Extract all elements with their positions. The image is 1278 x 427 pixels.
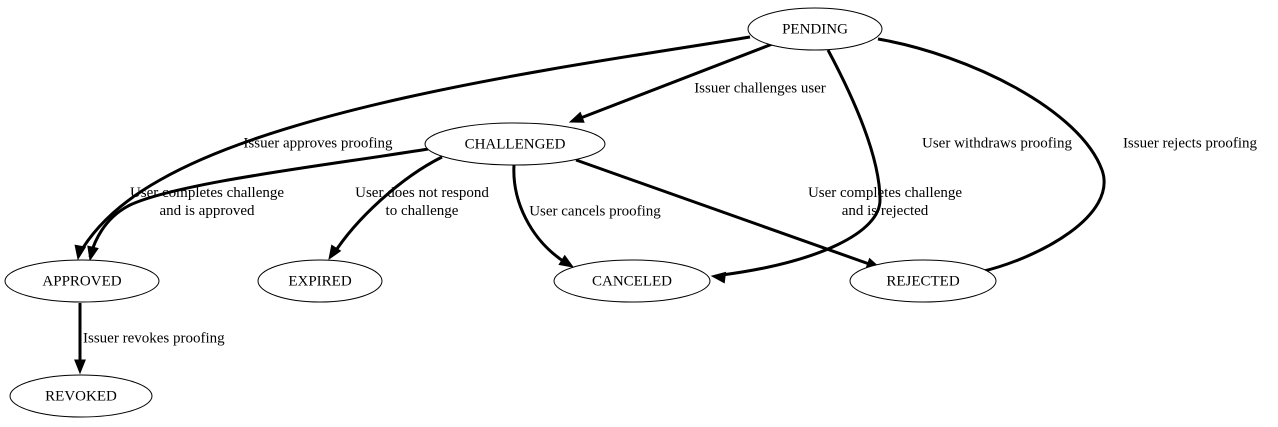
edge-challenged-approved — [87, 147, 429, 262]
edge-label-line-2: and is rejected — [842, 203, 929, 219]
node-ellipse-approved[interactable] — [4, 259, 160, 303]
edge-approved-revoked — [74, 303, 86, 375]
edge-path-pending-rejected — [877, 37, 1106, 274]
edge-label-challenged-expired: User does not respond to challenge — [355, 185, 489, 219]
edge-path-pending-canceled — [721, 49, 882, 277]
edge-path-challenged-expired — [331, 155, 443, 256]
edge-label-challenged-approved: User completes challenge and is approved — [130, 185, 284, 219]
edge-label-approved-revoked: Issuer revokes proofing — [83, 330, 225, 346]
node-rejected[interactable]: REJECTED — [849, 259, 997, 303]
node-canceled[interactable]: CANCELED — [553, 259, 711, 303]
edge-arrowhead-approved-revoked — [74, 359, 86, 375]
edge-challenged-rejected — [575, 158, 882, 269]
edge-label-line-2: to challenge — [386, 203, 459, 219]
nodes-layer: PENDING CHALLENGED APPROVED EXPIRED CANCELED… — [4, 7, 997, 418]
edges-layer — [74, 35, 1106, 375]
edge-pending-approved — [74, 35, 751, 261]
edge-arrowhead-pending-canceled — [710, 271, 727, 284]
node-expired[interactable]: EXPIRED — [257, 259, 383, 303]
edge-label-pending-canceled: User withdraws proofing — [922, 135, 1072, 151]
edge-label-line-2: and is approved — [160, 203, 255, 219]
node-ellipse-pending[interactable] — [747, 7, 883, 51]
edge-path-challenged-canceled — [512, 164, 567, 265]
edge-challenged-expired — [328, 155, 443, 261]
edge-challenged-canceled — [512, 164, 575, 268]
edge-label-pending-approved: Issuer approves proofing — [243, 135, 393, 151]
edge-label-challenged-canceled: User cancels proofing — [529, 203, 661, 219]
node-ellipse-expired[interactable] — [257, 259, 383, 303]
node-ellipse-rejected[interactable] — [849, 259, 997, 303]
edge-label-line-1: User completes challenge — [130, 185, 284, 201]
edge-labels-layer: Issuer approves proofing Issuer challenge… — [83, 80, 1258, 346]
edge-label-pending-challenged: Issuer challenges user — [694, 80, 826, 96]
edge-path-challenged-rejected — [575, 158, 873, 267]
node-pending[interactable]: PENDING — [747, 7, 883, 51]
edge-path-challenged-approved — [88, 147, 429, 258]
edge-pending-rejected — [877, 37, 1106, 283]
node-ellipse-revoked[interactable] — [9, 374, 153, 418]
edge-pending-challenged — [568, 41, 776, 123]
node-challenged[interactable]: CHALLENGED — [424, 122, 606, 166]
node-approved[interactable]: APPROVED — [4, 259, 160, 303]
edge-arrowhead-challenged-expired — [328, 244, 342, 261]
edge-arrowhead-challenged-approved — [87, 245, 99, 262]
edge-pending-canceled — [710, 49, 882, 284]
edge-label-challenged-rejected: User completes challenge and is rejected — [808, 185, 962, 219]
edge-label-line-1: User completes challenge — [808, 185, 962, 201]
node-revoked[interactable]: REVOKED — [9, 374, 153, 418]
edge-label-pending-rejected: Issuer rejects proofing — [1123, 135, 1258, 151]
edge-path-pending-approved — [76, 35, 751, 257]
edge-arrowhead-pending-challenged — [568, 111, 585, 123]
edge-arrowhead-challenged-canceled — [558, 254, 575, 268]
node-ellipse-challenged[interactable] — [424, 122, 606, 166]
node-ellipse-canceled[interactable] — [553, 259, 711, 303]
edge-label-line-1: User does not respond — [355, 185, 489, 201]
edge-path-pending-challenged — [577, 41, 776, 121]
edge-arrowhead-pending-approved — [74, 244, 87, 261]
